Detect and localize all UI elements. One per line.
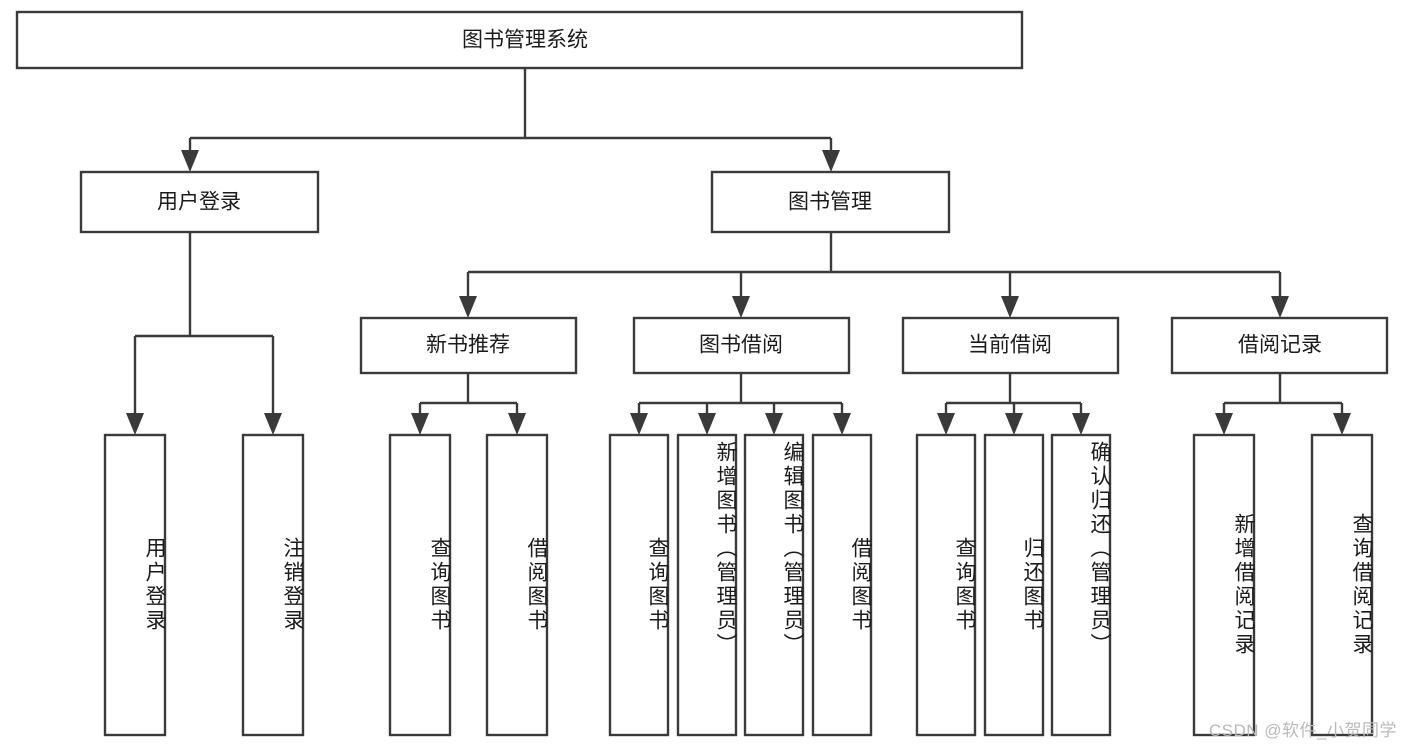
arrow-to-leaf-query-borrow-record	[1333, 413, 1351, 435]
node-borrow-record[interactable]: 借阅记录	[1170, 316, 1389, 375]
arrow-to-leaf-borrow-book-1	[508, 413, 526, 435]
node-new-book-recommend[interactable]: 新书推荐	[359, 316, 578, 375]
arrow-to-leaf-return-book	[1005, 413, 1023, 435]
node-book-borrow-label: 图书借阅	[699, 334, 783, 357]
csdn-watermark: CSDN @软件_小贺同学	[1208, 721, 1397, 740]
node-book-manage-label: 图书管理	[788, 191, 872, 214]
node-leaf-logout-login-box[interactable]	[241, 433, 305, 737]
arrow-root-to-book-manage	[822, 150, 840, 172]
node-user-login-box[interactable]	[79, 170, 320, 234]
leaf-box-layer	[103, 433, 1374, 737]
node-leaf-borrow-book-2-box[interactable]	[811, 433, 873, 737]
node-leaf-query-book-2-box[interactable]	[608, 433, 670, 737]
arrow-to-leaf-borrow-book-2	[833, 413, 851, 435]
node-current-borrow-box[interactable]	[901, 316, 1120, 375]
arrow-to-book-borrow	[732, 296, 750, 318]
arrow-to-leaf-query-book-2	[630, 413, 648, 435]
arrow-to-leaf-edit-book-admin	[765, 413, 783, 435]
node-leaf-edit-book-admin-box[interactable]	[743, 433, 805, 737]
node-leaf-add-book-admin-box[interactable]	[676, 433, 738, 737]
arrow-to-leaf-logout-login	[264, 413, 282, 435]
node-leaf-user-login-box[interactable]	[103, 433, 167, 737]
node-new-book-recommend-box[interactable]	[359, 316, 578, 375]
node-leaf-borrow-book-1-box[interactable]	[485, 433, 549, 737]
node-user-login-label: 用户登录	[157, 191, 241, 214]
arrow-to-leaf-add-borrow-record	[1215, 413, 1233, 435]
node-leaf-add-borrow-record-box[interactable]	[1192, 433, 1256, 737]
node-borrow-record-box[interactable]	[1170, 316, 1389, 375]
node-leaf-confirm-return-admin-box[interactable]	[1050, 433, 1112, 737]
arrow-to-new-book-recommend	[459, 296, 477, 318]
node-root-box[interactable]	[15, 10, 1024, 70]
arrow-to-current-borrow	[1001, 296, 1019, 318]
arrow-to-borrow-record	[1271, 296, 1289, 318]
arrow-to-leaf-confirm-return-admin	[1072, 413, 1090, 435]
connector-layer	[126, 68, 1351, 435]
node-book-manage-box[interactable]	[710, 170, 951, 234]
node-book-manage[interactable]: 图书管理	[710, 170, 951, 234]
node-book-borrow-box[interactable]	[632, 316, 851, 375]
node-borrow-record-label: 借阅记录	[1238, 334, 1322, 357]
node-book-borrow[interactable]: 图书借阅	[632, 316, 851, 375]
node-new-book-recommend-label: 新书推荐	[426, 334, 510, 357]
node-leaf-query-book-1-box[interactable]	[388, 433, 452, 737]
node-current-borrow[interactable]: 当前借阅	[901, 316, 1120, 375]
arrow-to-leaf-query-book-3	[937, 413, 955, 435]
node-user-login[interactable]: 用户登录	[79, 170, 320, 234]
node-root-label: 图书管理系统	[462, 29, 588, 52]
node-leaf-query-book-3-box[interactable]	[915, 433, 977, 737]
node-root[interactable]: 图书管理系统	[15, 10, 1024, 70]
node-current-borrow-label: 当前借阅	[968, 334, 1052, 357]
node-leaf-query-borrow-record-box[interactable]	[1310, 433, 1374, 737]
node-leaf-return-book-box[interactable]	[983, 433, 1045, 737]
arrow-to-leaf-add-book-admin	[698, 413, 716, 435]
arrow-to-leaf-user-login	[126, 413, 144, 435]
arrow-to-leaf-query-book-1	[411, 413, 429, 435]
arrow-root-to-user-login	[181, 150, 199, 172]
